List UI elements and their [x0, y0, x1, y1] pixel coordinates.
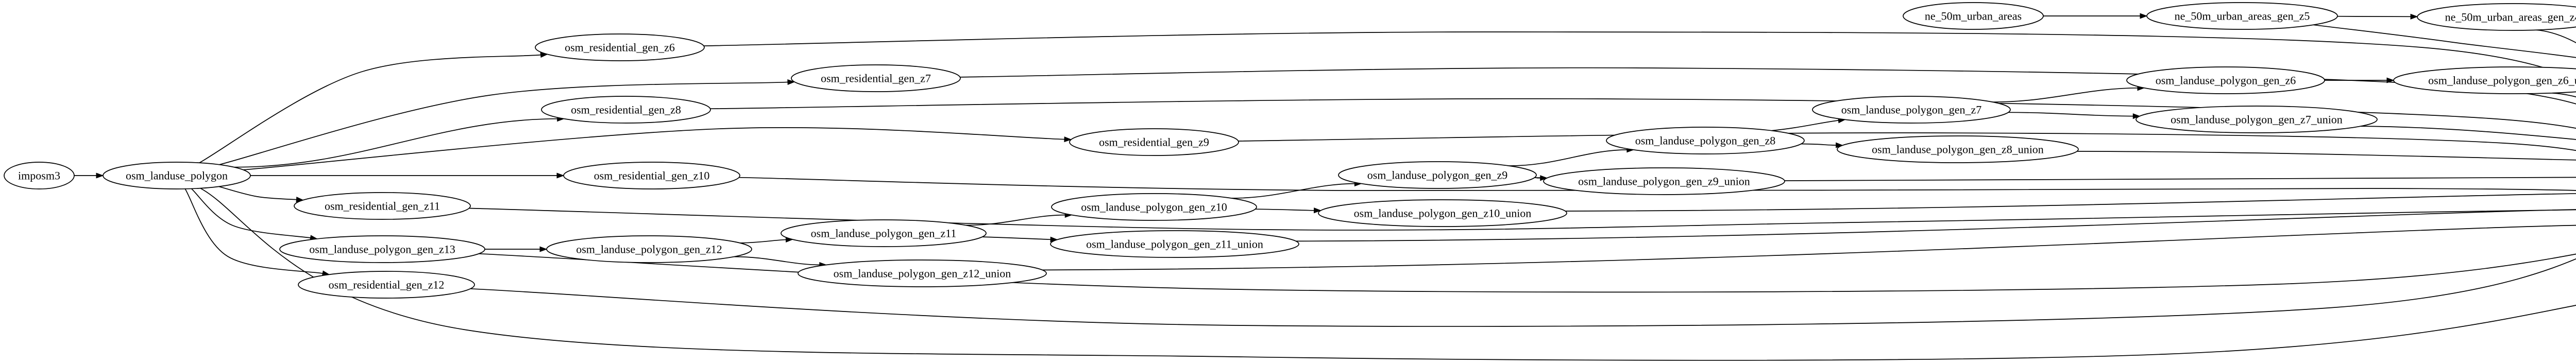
- node-osm_residential_gen_z7: osm_residential_gen_z7: [791, 65, 960, 92]
- node-osm_landuse_polygon_gen_z7_union: osm_landuse_polygon_gen_z7_union: [2136, 106, 2377, 133]
- node-osm_residential_gen_z11: osm_residential_gen_z11: [294, 193, 470, 219]
- node-ne_50m_urban_areas: ne_50m_urban_areas: [1903, 3, 2043, 29]
- node-osm_residential_gen_z6: osm_residential_gen_z6: [535, 34, 704, 61]
- node-label-osm_residential_gen_z9: osm_residential_gen_z9: [1099, 136, 1209, 149]
- node-osm_residential_gen_z12: osm_residential_gen_z12: [298, 271, 474, 298]
- node-label-osm_residential_gen_z7: osm_residential_gen_z7: [821, 72, 931, 85]
- edge-osm_landuse_polygon_gen_z10_union-to-layer_landuse-z10: [1565, 193, 2576, 211]
- node-label-osm_residential_gen_z12: osm_residential_gen_z12: [329, 279, 445, 291]
- node-label-osm_landuse_polygon_gen_z10_union: osm_landuse_polygon_gen_z10_union: [1354, 207, 1532, 220]
- node-ne_50m_urban_areas_gen_z4: ne_50m_urban_areas_gen_z4: [2417, 4, 2576, 30]
- node-label-ne_50m_urban_areas: ne_50m_urban_areas: [1925, 10, 2022, 23]
- node-label-osm_landuse_polygon_gen_z13: osm_landuse_polygon_gen_z13: [309, 243, 455, 256]
- node-label-ne_50m_urban_areas_gen_z5: ne_50m_urban_areas_gen_z5: [2175, 10, 2310, 23]
- node-label-osm_landuse_polygon_gen_z7: osm_landuse_polygon_gen_z7: [1841, 103, 1982, 116]
- edge-osm_landuse_polygon_gen_z7-to-osm_landuse_polygon_gen_z6: [1993, 88, 2139, 102]
- node-label-osm_residential_gen_z6: osm_residential_gen_z6: [565, 41, 675, 54]
- edge-osm_landuse_polygon_gen_z7-to-osm_landuse_polygon_gen_z7_union: [2008, 112, 2134, 116]
- node-label-osm_landuse_polygon_gen_z8_union: osm_landuse_polygon_gen_z8_union: [1872, 143, 2044, 156]
- node-osm_landuse_polygon_gen_z9: osm_landuse_polygon_gen_z9: [1338, 162, 1536, 188]
- node-label-ne_50m_urban_areas_gen_z4: ne_50m_urban_areas_gen_z4: [2445, 11, 2576, 24]
- edge-osm_landuse_polygon_gen_z8-to-osm_landuse_polygon_gen_z7: [1772, 120, 1840, 131]
- node-osm_residential_gen_z10: osm_residential_gen_z10: [564, 162, 740, 189]
- node-osm_landuse_polygon_gen_z12: osm_landuse_polygon_gen_z12: [547, 236, 752, 263]
- edge-osm_landuse_polygon-to-osm_residential_gen_z7: [219, 82, 789, 164]
- node-osm_residential_gen_z8: osm_residential_gen_z8: [541, 96, 710, 123]
- node-osm_landuse_polygon_gen_z12_union: osm_landuse_polygon_gen_z12_union: [798, 260, 1046, 287]
- node-label-imposm3: imposm3: [18, 169, 60, 182]
- node-label-osm_residential_gen_z10: osm_residential_gen_z10: [594, 169, 710, 182]
- node-imposm3: imposm3: [4, 162, 74, 189]
- node-osm_residential_gen_z9: osm_residential_gen_z9: [1070, 129, 1239, 155]
- node-label-osm_landuse_polygon_gen_z11: osm_landuse_polygon_gen_z11: [811, 227, 957, 240]
- node-label-osm_landuse_polygon_gen_z6_union: osm_landuse_polygon_gen_z6_union: [2428, 74, 2576, 87]
- edge-osm_landuse_polygon_gen_z9-to-osm_landuse_polygon_gen_z8: [1509, 150, 1629, 166]
- arrowhead-icon: [557, 173, 564, 178]
- node-osm_landuse_polygon_gen_z11_union: osm_landuse_polygon_gen_z11_union: [1050, 231, 1299, 257]
- edge-osm_landuse_polygon_gen_z9_union-to-layer_landuse-z9: [1785, 177, 2576, 181]
- node-osm_landuse_polygon_gen_z6_union: osm_landuse_polygon_gen_z6_union: [2394, 67, 2576, 94]
- edge-osm_landuse_polygon_gen_z7_union-to-layer_landuse-z7: [2361, 126, 2576, 146]
- node-osm_landuse_polygon: osm_landuse_polygon: [103, 162, 250, 189]
- edge-osm_landuse_polygon_gen_z11-to-osm_landuse_polygon_gen_z11_union: [982, 237, 1052, 239]
- edge-osm_landuse_polygon_gen_z12-to-osm_landuse_polygon_gen_z11: [740, 239, 787, 243]
- node-osm_landuse_polygon_gen_z11: osm_landuse_polygon_gen_z11: [781, 220, 986, 247]
- node-osm_landuse_polygon_gen_z13: osm_landuse_polygon_gen_z13: [280, 236, 485, 263]
- nodes: imposm3 osm_landuse_polygon osm_residentia…: [4, 3, 2576, 298]
- edge-osm_landuse_polygon_gen_z13-to-layer_landuse-z13: [479, 240, 2576, 292]
- node-osm_landuse_polygon_gen_z10_union: osm_landuse_polygon_gen_z10_union: [1318, 200, 1567, 227]
- arrowhead-icon: [96, 173, 103, 178]
- edge-ne_50m_urban_areas_gen_z5-to-ne_50m_urban_areas_gen_z4: [2337, 16, 2412, 17]
- node-label-osm_landuse_polygon_gen_z7_union: osm_landuse_polygon_gen_z7_union: [2171, 113, 2343, 126]
- edges: [74, 13, 2576, 360]
- node-ne_50m_urban_areas_gen_z5: ne_50m_urban_areas_gen_z5: [2147, 3, 2337, 29]
- edge-osm_landuse_polygon_gen_z8_union-to-layer_landuse-z8: [2077, 151, 2576, 161]
- node-label-osm_landuse_polygon_gen_z9_union: osm_landuse_polygon_gen_z9_union: [1578, 175, 1750, 188]
- node-label-osm_landuse_polygon_gen_z12: osm_landuse_polygon_gen_z12: [576, 243, 722, 256]
- node-label-osm_residential_gen_z8: osm_residential_gen_z8: [571, 103, 681, 116]
- edge-osm_landuse_polygon-to-osm_residential_gen_z11: [219, 186, 298, 200]
- node-label-osm_landuse_polygon_gen_z9: osm_landuse_polygon_gen_z9: [1367, 169, 1508, 182]
- edge-osm_landuse_polygon_gen_z8-to-osm_landuse_polygon_gen_z8_union: [1801, 144, 1838, 146]
- node-osm_landuse_polygon_gen_z9_union: osm_landuse_polygon_gen_z9_union: [1544, 168, 1785, 195]
- arrowhead-icon: [2140, 13, 2147, 19]
- node-label-osm_landuse_polygon: osm_landuse_polygon: [126, 169, 228, 182]
- node-label-osm_landuse_polygon_gen_z10: osm_landuse_polygon_gen_z10: [1081, 201, 1227, 214]
- arrowhead-icon: [540, 247, 547, 252]
- node-label-osm_landuse_polygon_gen_z11_union: osm_landuse_polygon_gen_z11_union: [1086, 238, 1263, 251]
- node-osm_landuse_polygon_gen_z6: osm_landuse_polygon_gen_z6: [2127, 67, 2325, 94]
- edge-osm_landuse_polygon-to-osm_residential_gen_z8: [234, 119, 558, 167]
- node-osm_landuse_polygon_gen_z10: osm_landuse_polygon_gen_z10: [1052, 194, 1257, 220]
- arrowhead-icon: [2411, 14, 2417, 20]
- node-label-osm_landuse_polygon_gen_z6: osm_landuse_polygon_gen_z6: [2156, 74, 2296, 87]
- node-osm_landuse_polygon_gen_z8_union: osm_landuse_polygon_gen_z8_union: [1837, 136, 2078, 163]
- node-osm_landuse_polygon_gen_z7: osm_landuse_polygon_gen_z7: [1812, 96, 2010, 123]
- node-label-osm_landuse_polygon_gen_z12_union: osm_landuse_polygon_gen_z12_union: [834, 267, 1011, 280]
- edge-osm_landuse_polygon-to-osm_residential_gen_z6: [199, 55, 543, 163]
- edge-osm_landuse_polygon_gen_z12-to-osm_landuse_polygon_gen_z12_union: [734, 257, 821, 265]
- edge-osm_landuse_polygon_gen_z10-to-osm_landuse_polygon_gen_z10_union: [1255, 209, 1315, 211]
- node-label-osm_landuse_polygon_gen_z8: osm_landuse_polygon_gen_z8: [1635, 134, 1776, 147]
- node-label-osm_residential_gen_z11: osm_residential_gen_z11: [325, 200, 440, 213]
- node-osm_landuse_polygon_gen_z8: osm_landuse_polygon_gen_z8: [1606, 127, 1804, 154]
